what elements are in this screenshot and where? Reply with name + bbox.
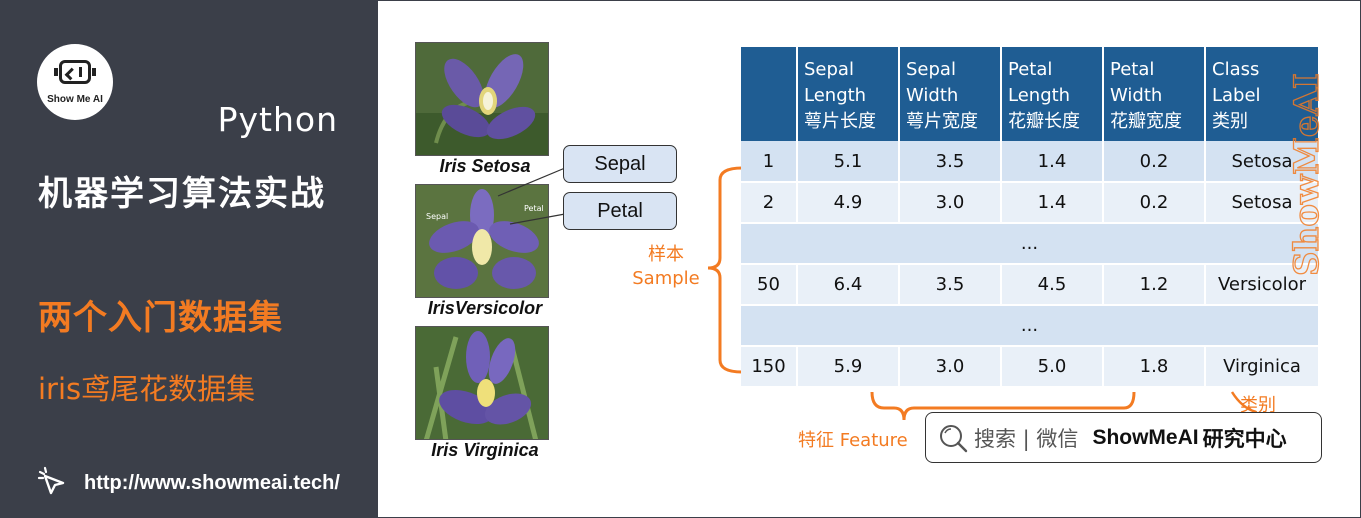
cell-id: 1 [741,141,798,183]
iris-versicolor-image: Sepal Petal [415,184,549,298]
class-label: 类别 [1240,395,1276,416]
petal-inner-label: Petal [524,204,544,213]
course-title: 机器学习算法实战 [38,174,326,214]
cell-id: 50 [741,264,798,306]
robot-face-icon [59,60,91,84]
table-row: 2 4.9 3.0 1.4 0.2 Setosa [741,182,1320,224]
cell-class: Setosa [1205,141,1320,183]
ellipsis-cell: ... [741,305,1320,347]
cell-sepal-width: 3.0 [899,182,1002,224]
petal-callout: Petal [563,192,677,230]
cell-sepal-length: 4.9 [797,182,900,224]
cell-class: Virginica [1205,346,1320,388]
iris-setosa-caption: Iris Setosa [439,156,531,176]
section-subtitle: iris鸢尾花数据集 [38,372,256,406]
iris-virginica-image [415,326,549,440]
logo-ear [54,68,58,76]
table-row-ellipsis: ... [741,305,1320,347]
cell-sepal-width: 3.5 [899,264,1002,306]
cursor-click-icon [37,466,65,495]
cell-petal-length: 5.0 [1001,346,1104,388]
wechat-search-box: 搜索 | 微信 ShowMeAI 研究中心 [925,412,1322,463]
table-row: 50 6.4 3.5 4.5 1.2 Versicolor [741,264,1320,306]
cell-petal-length: 1.4 [1001,141,1104,183]
sidebar-panel: Show Me AI Python 机器学习算法实战 两个入门数据集 iris鸢… [0,0,378,518]
cell-sepal-width: 3.5 [899,141,1002,183]
website-link[interactable]: http://www.showmeai.tech/ [36,466,340,500]
sample-label-cn: 样本 [648,244,684,265]
cell-sepal-length: 5.1 [797,141,900,183]
watermark-text: ShowMeAI [1288,73,1327,276]
logo-text: Show Me AI [47,94,103,105]
iris-setosa-image [415,42,549,156]
search-brand: ShowMeAI [1092,425,1199,449]
showmeai-logo: Show Me AI [37,44,113,120]
showmeai-watermark: ShowMeAI [1288,73,1328,277]
search-brand-suffix: 研究中心 [1202,426,1287,451]
cell-sepal-length: 5.9 [797,346,900,388]
logo-ear [92,68,96,76]
cell-sepal-width: 3.0 [899,346,1002,388]
table-row: 150 5.9 3.0 5.0 1.8 Virginica [741,346,1320,388]
cell-petal-width: 0.2 [1103,182,1206,224]
cell-sepal-length: 6.4 [797,264,900,306]
cell-id: 150 [741,346,798,388]
iris-versicolor-caption: IrisVersicolor [427,298,543,318]
cell-petal-length: 1.4 [1001,182,1104,224]
table-row-ellipsis: ... [741,223,1320,265]
section-title: 两个入门数据集 [38,298,283,338]
cell-petal-width: 0.2 [1103,141,1206,183]
cell-petal-length: 4.5 [1001,264,1104,306]
cell-id: 2 [741,182,798,224]
ellipsis-cell: ... [741,223,1320,265]
sample-label: 样本 Sample [626,243,706,291]
sepal-callout: Sepal [563,145,677,183]
search-icon [940,424,968,452]
table-row: 1 5.1 3.5 1.4 0.2 Setosa [741,141,1320,183]
header-index [741,47,798,141]
sepal-inner-label: Sepal [426,212,448,221]
iris-virginica-caption: Iris Virginica [431,440,539,460]
cell-petal-width: 1.8 [1103,346,1206,388]
python-label: Python [217,100,338,139]
cell-class: Versicolor [1205,264,1320,306]
feature-label: 特征 Feature [798,430,908,451]
cell-class: Setosa [1205,182,1320,224]
search-hint: 搜索 | 微信 [974,426,1079,451]
sample-label-en: Sample [632,268,700,289]
cell-petal-width: 1.2 [1103,264,1206,306]
url-text[interactable]: http://www.showmeai.tech/ [84,471,340,494]
